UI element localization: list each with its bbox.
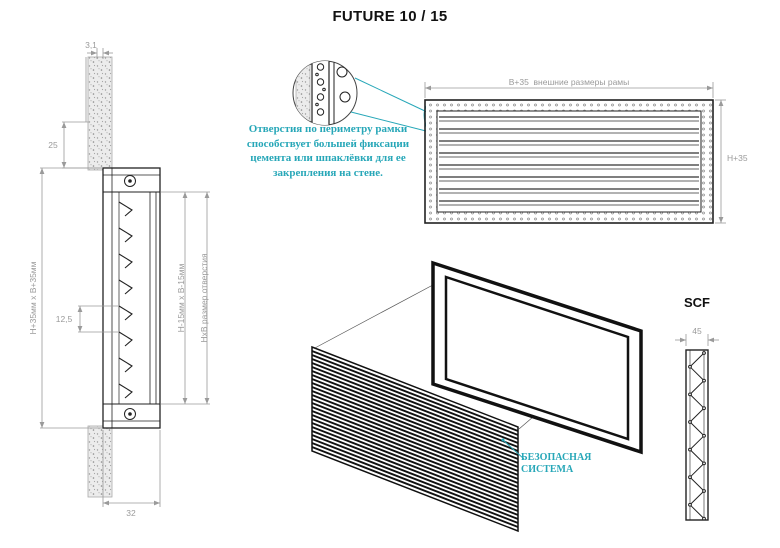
- safety-system-callout: БЕЗОПАСНАЯ СИСТЕМА: [521, 452, 591, 476]
- front-width-label: B+35 внешние размеры рамы: [508, 77, 630, 87]
- detail-leader-line: [354, 77, 428, 113]
- front-slats: [439, 116, 699, 206]
- iso-frame-inner: [444, 275, 630, 441]
- callout-leader-line: [502, 439, 525, 460]
- section-dimension-lines: [39, 48, 210, 507]
- scf-drawing: [675, 334, 719, 521]
- front-dimension-lines: [424, 82, 726, 224]
- callout-line-1: БЕЗОПАСНАЯ: [521, 452, 592, 463]
- wall-top: [87, 56, 113, 171]
- dim-label-32: 32: [126, 508, 136, 518]
- frame-profile: [102, 167, 161, 429]
- front-height-label: H+35: [727, 153, 748, 163]
- front-view-drawing: [424, 99, 714, 224]
- callout-line-2: СИСТЕМА: [521, 464, 574, 475]
- dim-label-12-5: 12,5: [55, 314, 73, 324]
- section-view-drawing: [87, 56, 161, 498]
- scf-dimension-lines: [675, 334, 719, 346]
- detail-circle-view: [292, 60, 443, 139]
- iso-grille-slats: [312, 350, 518, 528]
- iso-view-drawing: [311, 260, 643, 533]
- dim-label-25: 25: [48, 140, 58, 150]
- detail-leader-line: [350, 111, 427, 132]
- front-outer-frame: [424, 99, 714, 224]
- front-inner-frame: [436, 110, 702, 213]
- scf-label: SCF: [684, 295, 710, 310]
- scf-dim-45: 45: [692, 326, 702, 336]
- slat-hooks: [118, 201, 133, 399]
- wall-bottom: [87, 425, 113, 498]
- hole-size-label: H-15мм х В-15мм: [176, 263, 186, 333]
- perforation-note: Отверстия по периметру рамки способствуе…: [246, 123, 410, 179]
- scf-zigzag-pattern: [688, 351, 706, 521]
- outer-size-label: H+35мм х В+35мм: [28, 261, 38, 335]
- dim-label-3-1: 3,1: [85, 40, 97, 50]
- page-title: FUTURE 10 / 15: [332, 8, 448, 25]
- hole-caption-label: HхВ размер отверстия: [199, 253, 209, 343]
